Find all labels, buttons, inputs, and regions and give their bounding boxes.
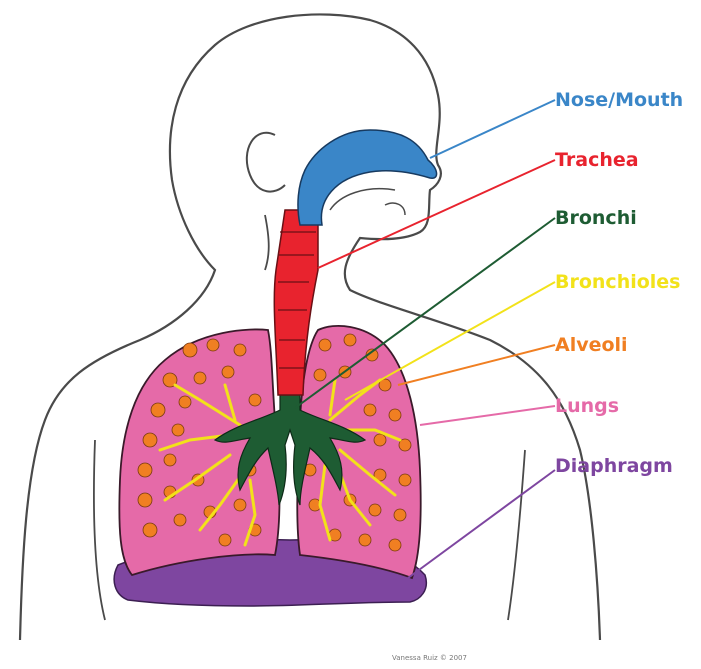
right-arm-outline <box>508 450 525 620</box>
bronchi-leader <box>295 218 555 408</box>
label-nose-mouth: Nose/Mouth <box>555 89 683 111</box>
diaphragm-leader <box>408 470 555 578</box>
artist-credit: Vanessa Ruiz © 2007 <box>392 654 467 662</box>
label-trachea: Trachea <box>555 149 639 171</box>
label-lungs: Lungs <box>555 395 619 417</box>
lungs-leader <box>420 406 555 425</box>
nose-mouth-leader <box>430 100 555 158</box>
mouth-outline <box>330 189 405 215</box>
left-arm-outline <box>94 440 105 620</box>
nose-mouth-shape <box>298 130 437 225</box>
label-alveoli: Alveoli <box>555 334 628 356</box>
alveoli-leader <box>398 345 555 385</box>
neck-outline <box>265 215 269 270</box>
ear-outline <box>247 133 285 192</box>
label-diaphragm: Diaphragm <box>555 455 673 477</box>
label-bronchi: Bronchi <box>555 207 637 229</box>
label-bronchioles: Bronchioles <box>555 271 681 293</box>
